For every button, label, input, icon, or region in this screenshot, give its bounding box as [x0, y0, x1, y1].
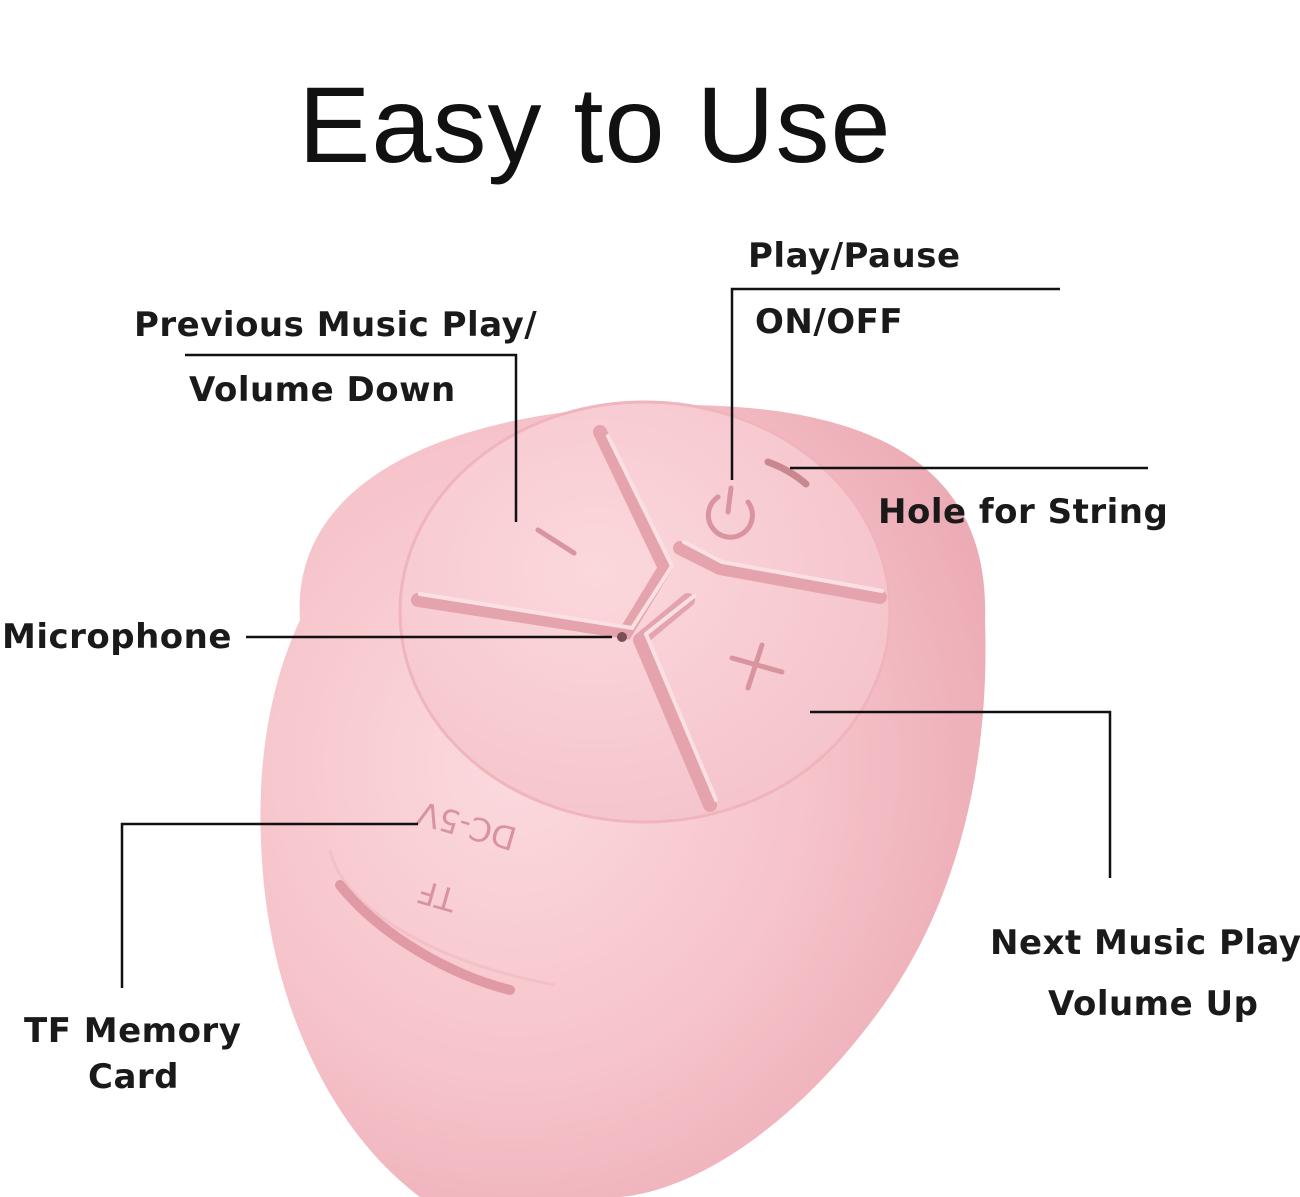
label-play-pause-line2: ON/OFF	[755, 302, 904, 342]
minus-icon	[535, 527, 577, 556]
plus-icon	[729, 642, 785, 691]
label-play-pause-line1: Play/Pause	[748, 236, 961, 276]
callout-play-pause	[730, 287, 1060, 480]
label-next-line1: Next Music Play/	[990, 923, 1300, 963]
power-icon	[705, 485, 755, 540]
string-hole	[764, 458, 810, 488]
tf-slot	[328, 849, 556, 987]
label-microphone: Microphone	[2, 617, 232, 657]
label-previous-line2: Volume Down	[189, 370, 456, 410]
callout-tf	[120, 822, 418, 988]
label-tf-line1: TF Memory	[24, 1011, 242, 1051]
callout-lines	[120, 287, 1148, 988]
microphone-hole	[617, 632, 627, 642]
label-hole-for-string: Hole for String	[878, 492, 1169, 532]
button-grooves	[411, 425, 887, 812]
label-next-line2: Volume Up	[1048, 984, 1259, 1024]
callout-next	[810, 710, 1112, 878]
callout-previous	[185, 353, 518, 522]
label-previous-line1: Previous Music Play/	[134, 305, 538, 345]
label-tf-line2: Card	[88, 1057, 180, 1097]
page-title: Easy to Use	[298, 64, 892, 185]
